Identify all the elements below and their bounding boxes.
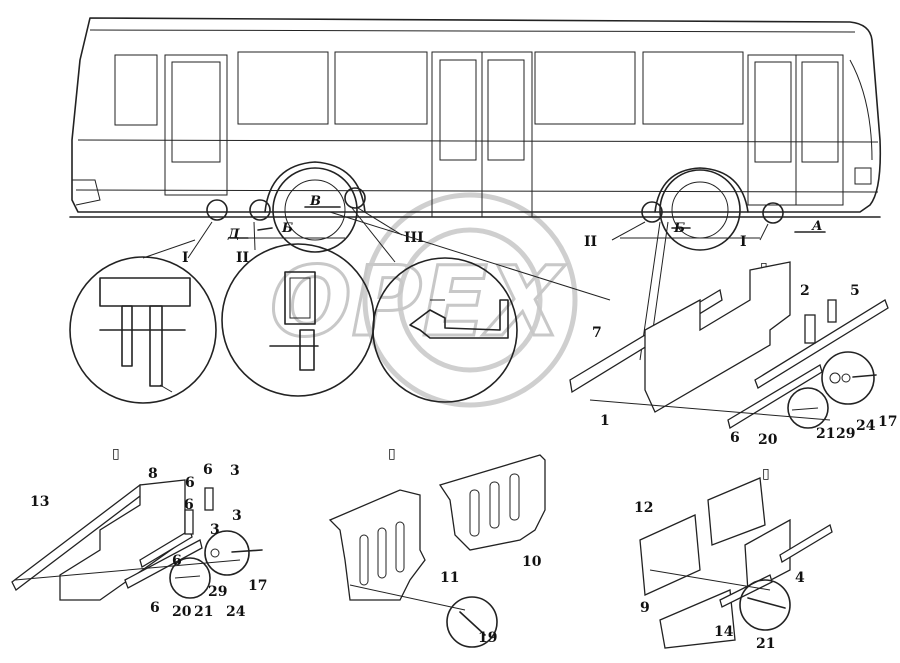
bus-side-view [69,17,882,259]
view-label-ii-right: II [584,234,597,250]
part-label-7: 7 [592,325,602,341]
part-label-21: 21 [756,636,775,652]
part-label-6: 6 [730,430,740,446]
part-label-20: 20 [758,432,778,448]
exploded-group-top-right [569,261,889,430]
part-label-10: 10 [522,554,542,570]
view-label-i-right: I [740,234,747,250]
part-label-3-a: 3 [230,463,240,479]
part-label-8: 8 [148,466,158,482]
group-marker-d: ▯ [762,466,770,482]
part-label-21: 21 [194,604,213,620]
part-label-17: 17 [878,414,897,430]
view-label-i: I [182,250,189,266]
part-label-29: 29 [836,426,855,442]
part-label-3-c: 3 [210,522,220,538]
part-label-20: 20 [172,604,192,620]
view-label-ii-left: II [236,250,249,266]
part-label-24: 24 [856,418,876,434]
part-label-3-b: 3 [232,508,242,524]
exploded-group-bottom-left [11,479,263,601]
arrow-label-d: Д [227,227,240,242]
part-label-9: 9 [640,600,650,616]
part-label-21: 21 [816,426,835,442]
part-label-5: 5 [850,283,860,299]
arrow-label-b-left: Б [281,221,293,236]
part-label-13: 13 [30,494,49,510]
part-label-17: 17 [248,578,267,594]
part-label-1: 1 [600,413,610,429]
part-label-6-a: 6 [203,462,213,478]
group-marker-v: ▯ [388,446,396,462]
detail-circle-iii [372,257,518,403]
part-label-14: 14 [714,624,734,640]
part-label-29: 29 [208,584,227,600]
part-label-6-e: 6 [150,600,160,616]
part-label-19: 19 [478,630,497,646]
exploded-group-bottom-middle [328,454,546,648]
detail-circle-i [69,256,217,404]
arrow-label-a: А [811,219,823,234]
part-label-12: 12 [634,500,653,516]
part-label-2: 2 [800,283,810,299]
arrow-label-b-right: Б [673,221,685,236]
group-marker-b: ▯ [112,446,120,462]
part-label-6-d: 6 [172,553,182,569]
part-label-24: 24 [226,604,246,620]
part-label-6-c: 6 [184,497,194,513]
part-label-11: 11 [440,570,459,586]
part-label-4: 4 [795,570,805,586]
exploded-group-bottom-right [639,477,833,649]
arrow-label-v: В [309,194,321,209]
part-label-6-b: 6 [185,475,195,491]
